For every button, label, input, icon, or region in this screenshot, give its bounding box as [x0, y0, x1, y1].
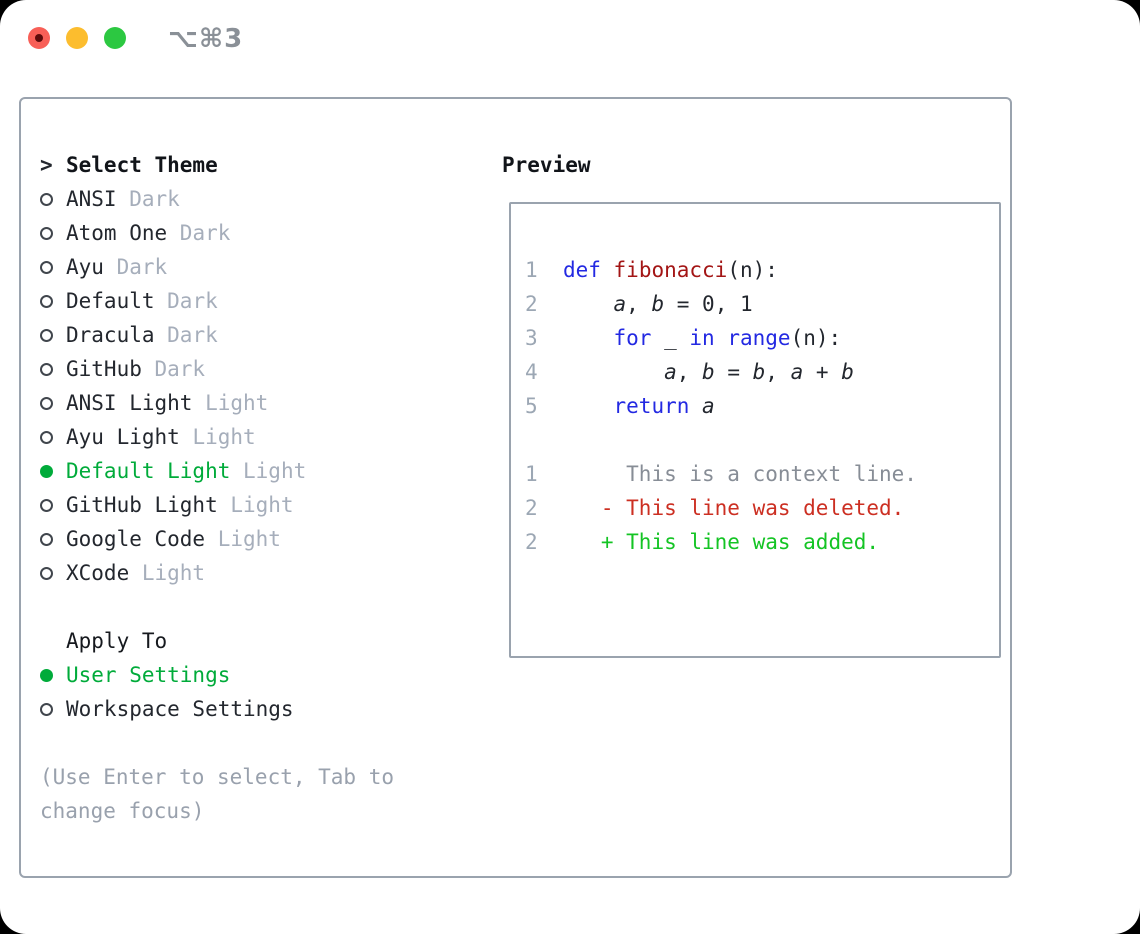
- theme-variant: Dark: [154, 289, 218, 313]
- theme-name: Atom One: [66, 221, 168, 245]
- apply-to-header: Apply To: [40, 624, 480, 658]
- theme-select-header: > Select Theme: [40, 148, 480, 182]
- theme-variant: Light: [205, 527, 281, 551]
- theme-name: ANSI: [66, 187, 117, 211]
- theme-variant: Dark: [154, 323, 218, 347]
- theme-variant: Dark: [103, 255, 168, 279]
- line-number: 3: [525, 326, 563, 350]
- theme-option-ansi-light[interactable]: ANSI Light Light: [40, 386, 480, 420]
- spacer: [40, 590, 480, 624]
- line-number: 1: [525, 462, 563, 486]
- radio-icon: [40, 329, 53, 342]
- theme-option-github-light[interactable]: GitHub Light Light: [40, 488, 480, 522]
- line-number: 1: [525, 258, 563, 282]
- radio-icon: [40, 703, 53, 716]
- theme-select-title: Select Theme: [66, 153, 218, 177]
- preview-header: Preview: [502, 153, 591, 177]
- diff-line-context: 1 This is a context line.: [525, 462, 917, 486]
- cursor-caret-icon: >: [40, 153, 53, 177]
- theme-option-xcode[interactable]: XCode Light: [40, 556, 480, 590]
- theme-name: Default Light: [66, 459, 231, 483]
- theme-variant: Light: [179, 425, 256, 449]
- line-number: 4: [525, 360, 563, 384]
- radio-icon: [40, 669, 53, 682]
- apply-to-title: Apply To: [66, 629, 168, 653]
- theme-option-github[interactable]: GitHub Dark: [40, 352, 480, 386]
- diff-preview: 1 This is a context line. 2 - This line w…: [525, 457, 999, 559]
- code-line-3: 3 for _ in range(n):: [525, 326, 842, 350]
- apply-label: Workspace Settings: [66, 697, 294, 721]
- apply-option-workspace-settings[interactable]: Workspace Settings: [40, 692, 480, 726]
- radio-icon: [40, 227, 53, 240]
- theme-option-ayu-light[interactable]: Ayu Light Light: [40, 420, 480, 454]
- line-number: 2: [525, 496, 563, 520]
- code-line-2: 2 a, b = 0, 1: [525, 292, 753, 316]
- code-line-4: 4 a, b = b, a + b: [525, 360, 854, 384]
- theme-option-atom-one[interactable]: Atom One Dark: [40, 216, 480, 250]
- theme-option-ayu[interactable]: Ayu Dark: [40, 250, 480, 284]
- theme-name: GitHub: [66, 357, 142, 381]
- theme-variant: Light: [230, 459, 307, 483]
- code-line-1: 1 def fibonacci(n):: [525, 258, 778, 282]
- theme-name: ANSI Light: [66, 391, 193, 415]
- code-line-5: 5 return a: [525, 394, 715, 418]
- theme-option-dracula[interactable]: Dracula Dark: [40, 318, 480, 352]
- zoom-button[interactable]: [104, 27, 126, 49]
- theme-variant: Dark: [116, 187, 180, 211]
- radio-icon: [40, 261, 53, 274]
- line-number: 5: [525, 394, 563, 418]
- theme-variant: Dark: [141, 357, 206, 381]
- minimize-button[interactable]: [66, 27, 88, 49]
- window-title: ⌥⌘3: [168, 24, 244, 54]
- theme-option-ansi[interactable]: ANSI Dark: [40, 182, 480, 216]
- apply-label: User Settings: [66, 663, 231, 687]
- footer-hint: (Use Enter to select, Tab to change focu…: [40, 765, 395, 823]
- radio-icon: [40, 431, 53, 444]
- theme-name: Dracula: [66, 323, 155, 347]
- theme-name: XCode: [66, 561, 130, 585]
- focus-dot-icon: [35, 34, 43, 42]
- radio-icon: [40, 295, 53, 308]
- theme-variant: Light: [129, 561, 206, 585]
- radio-icon: [40, 193, 53, 206]
- titlebar: ⌥⌘3: [0, 0, 1140, 97]
- radio-icon: [40, 533, 53, 546]
- radio-icon: [40, 567, 53, 580]
- radio-icon: [40, 397, 53, 410]
- theme-option-default-light[interactable]: Default Light Light: [40, 454, 480, 488]
- diff-line-deleted: 2 - This line was deleted.: [525, 496, 905, 520]
- radio-icon: [40, 465, 53, 478]
- theme-variant: Light: [217, 493, 294, 517]
- theme-variant: Light: [192, 391, 269, 415]
- preview-box: 1 def fibonacci(n): 2 a, b = 0, 1 3 for _ …: [509, 202, 1001, 658]
- radio-icon: [40, 363, 53, 376]
- apply-option-user-settings[interactable]: User Settings: [40, 658, 480, 692]
- diff-line-added: 2 + This line was added.: [525, 530, 880, 554]
- theme-option-google-code[interactable]: Google Code Light: [40, 522, 480, 556]
- spacer: [40, 726, 480, 760]
- line-number: 2: [525, 292, 563, 316]
- theme-name: Ayu Light: [66, 425, 180, 449]
- theme-name: Google Code: [66, 527, 206, 551]
- close-button[interactable]: [28, 27, 50, 49]
- theme-name: GitHub Light: [66, 493, 218, 517]
- radio-icon: [40, 499, 53, 512]
- line-number: 2: [525, 530, 563, 554]
- theme-name: Default: [66, 289, 155, 313]
- theme-name: Ayu: [66, 255, 104, 279]
- theme-option-default[interactable]: Default Dark: [40, 284, 480, 318]
- code-preview: 1 def fibonacci(n): 2 a, b = 0, 1 3 for _ …: [525, 253, 999, 423]
- spacer: [525, 423, 999, 457]
- theme-variant: Dark: [167, 221, 231, 245]
